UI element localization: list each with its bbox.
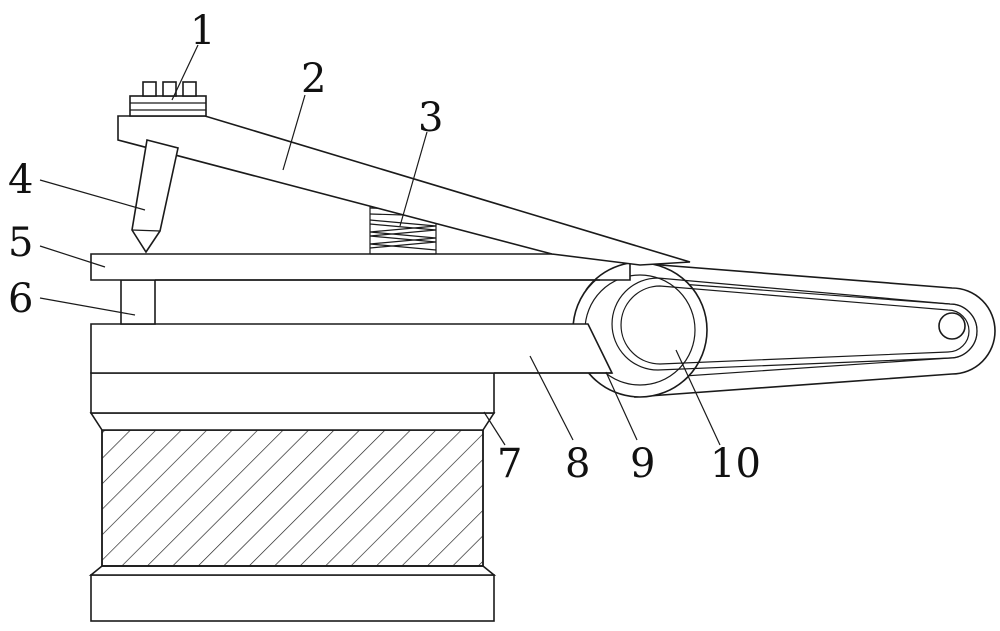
lever-arm xyxy=(118,116,690,265)
callout-5: 5 xyxy=(8,220,33,266)
upper-plate xyxy=(91,254,630,280)
callout-1: 1 xyxy=(190,8,215,54)
leader-4 xyxy=(40,180,145,210)
callout-4: 4 xyxy=(8,157,33,203)
base-block xyxy=(91,373,494,621)
support-post xyxy=(121,280,155,324)
callout-2: 2 xyxy=(301,56,326,102)
hatched-base xyxy=(102,430,483,566)
pivot-disc xyxy=(573,263,707,397)
callout-8: 8 xyxy=(565,441,590,487)
callout-6: 6 xyxy=(8,276,33,322)
handle-hole xyxy=(939,313,965,339)
bolt-head xyxy=(130,82,206,116)
punch-pin xyxy=(132,140,178,252)
callout-7: 7 xyxy=(497,441,522,487)
base-arm xyxy=(91,324,612,373)
callout-3: 3 xyxy=(418,95,443,141)
callout-10: 10 xyxy=(710,441,761,487)
callout-9: 9 xyxy=(630,441,655,487)
